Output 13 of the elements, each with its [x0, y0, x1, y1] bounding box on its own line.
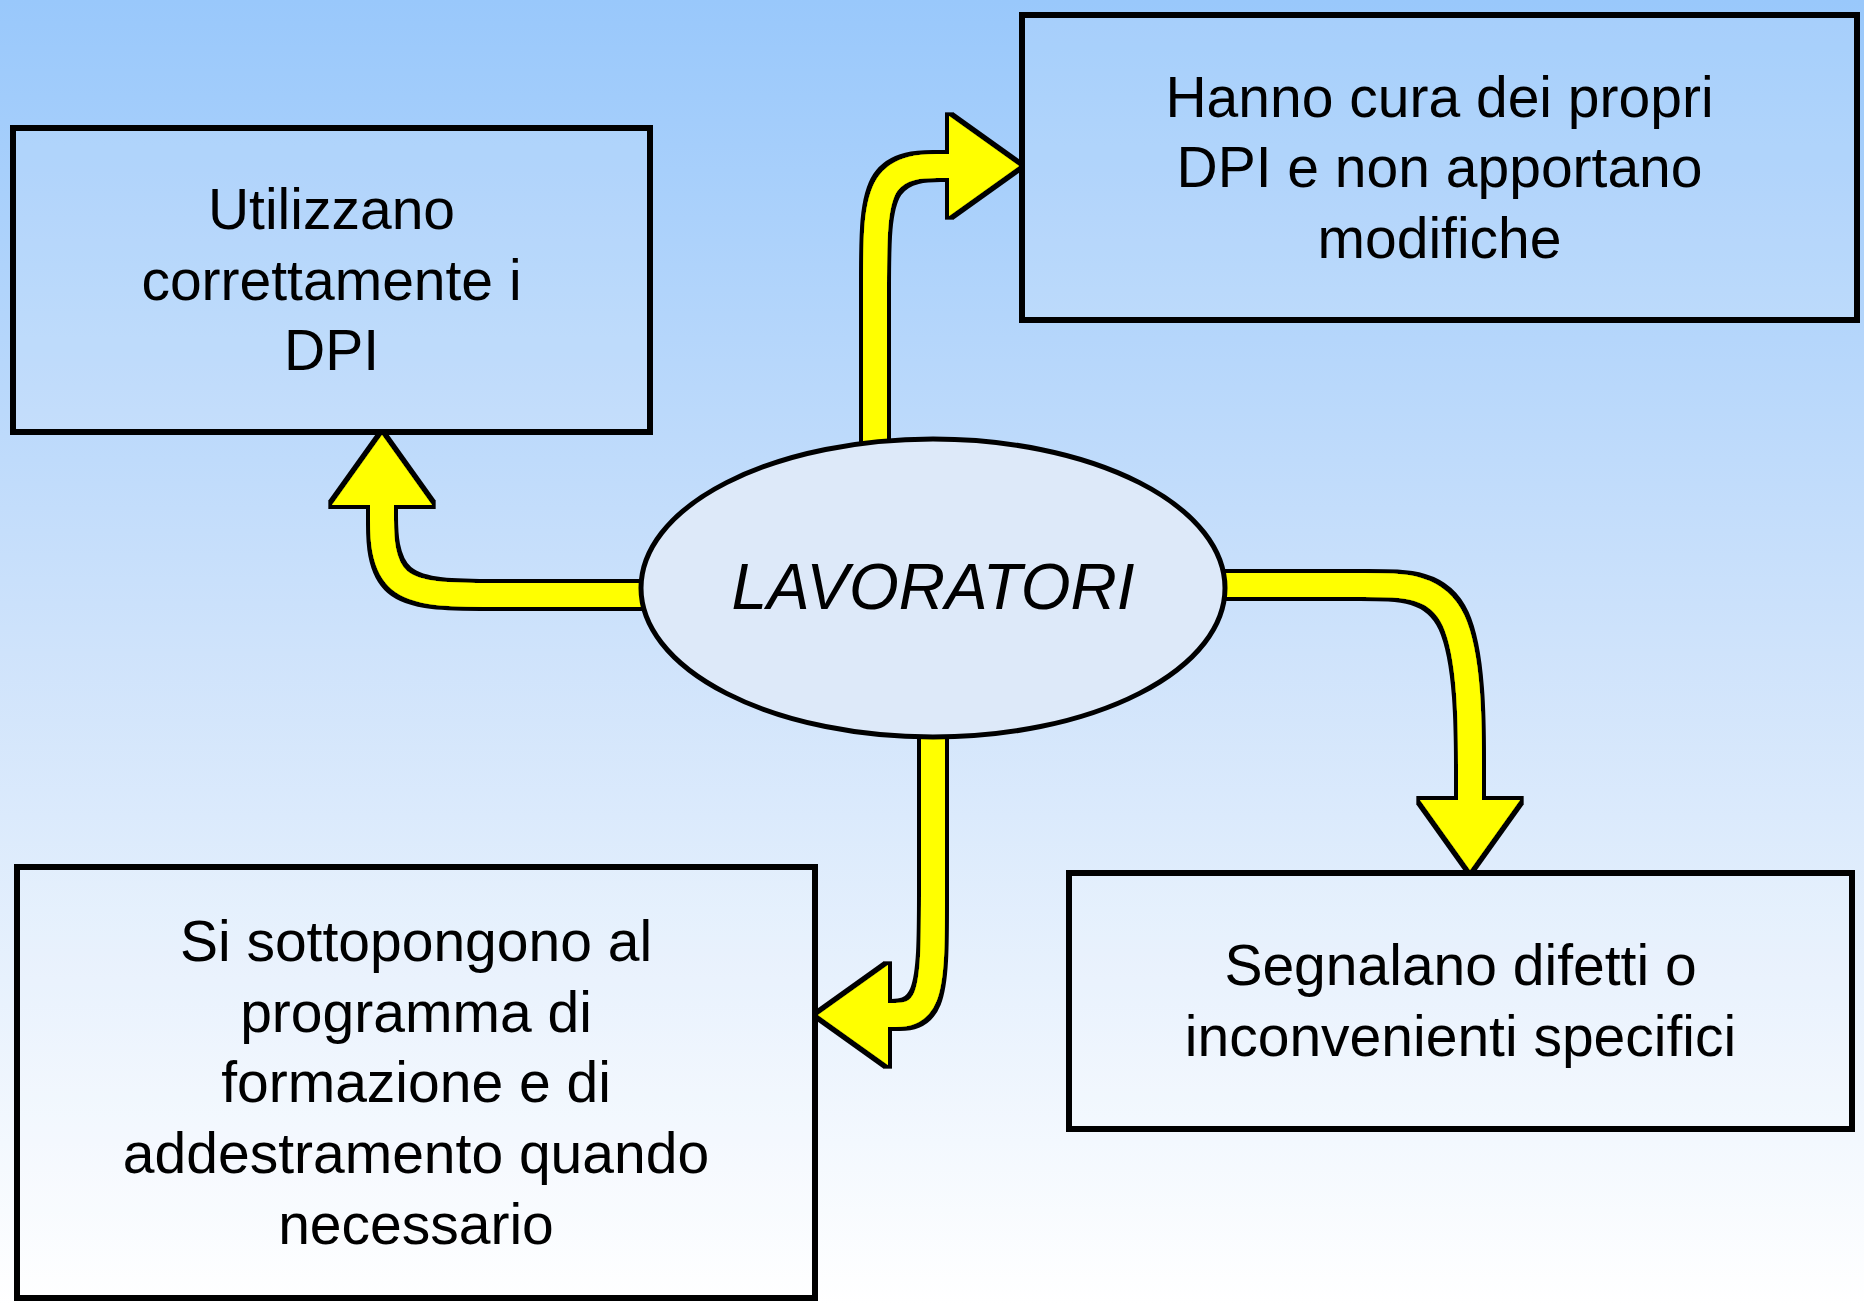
curved-arrow — [863, 116, 1019, 442]
curved-arrow — [818, 737, 945, 1065]
process-box — [10, 125, 653, 435]
node-text: LAVORATORI — [731, 550, 1135, 626]
node-text: Segnalano difetti o inconvenienti specifici — [1183, 932, 1738, 1070]
process-box — [1066, 870, 1855, 1132]
curved-arrow — [332, 435, 642, 607]
node-text: Utilizzano correttamente i DPI — [140, 176, 523, 385]
process-box — [14, 864, 818, 1301]
process-box — [1019, 12, 1860, 323]
curved-arrow — [1224, 573, 1520, 870]
node-text: Si sottopongono al programma di formazione e di addestramento quando necessario — [121, 907, 711, 1258]
node-text: Hanno cura dei propri DPI e non apportano modifiche — [1164, 63, 1715, 272]
